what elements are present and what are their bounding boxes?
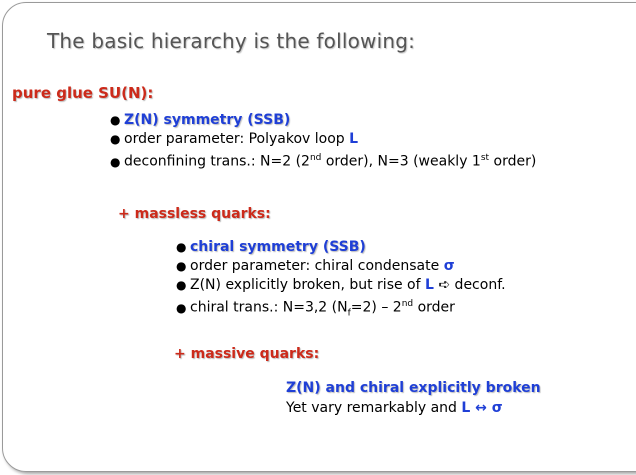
list-item: ●chiral trans.: N=3,2 (Nf=2) – 2nd order	[176, 295, 506, 323]
bullet-text-zn-symmetry: Z(N) symmetry (SSB)	[124, 112, 291, 128]
bullet-icon: ●	[176, 278, 187, 292]
conclusion-line-2: Yet vary remarkably and L ↔ σ	[286, 398, 541, 418]
list-item: ●order parameter: Polyakov loop L	[110, 130, 536, 149]
bullet-text: =2) – 2	[350, 299, 402, 316]
bullet-text: chiral trans.: N=3,2 (N	[190, 299, 348, 316]
massless-bullet-list: ●chiral symmetry (SSB) ●order parameter:…	[176, 238, 506, 323]
bullet-text: deconf.	[450, 277, 506, 293]
bullet-text: order)	[489, 153, 537, 170]
polyakov-symbol: L	[461, 400, 471, 416]
bullet-icon: ●	[176, 259, 187, 273]
bullet-icon: ●	[110, 132, 121, 146]
bullet-text: order parameter: chiral condensate	[190, 258, 444, 274]
bullet-text: Z(N) explicitly broken, but rise of	[190, 277, 425, 293]
bullet-text: order), N=3 (weakly 1	[321, 153, 481, 170]
subscript: f	[347, 308, 351, 319]
polyakov-symbol: L	[425, 277, 434, 293]
bullet-icon: ●	[110, 113, 121, 127]
bullet-icon: ●	[110, 154, 121, 169]
glue-bullet-list: ●Z(N) symmetry (SSB) ●order parameter: P…	[110, 111, 536, 172]
massive-heading: + massive quarks:	[174, 346, 320, 362]
conclusion-text: Yet vary remarkably and	[286, 400, 462, 416]
bullet-text: deconfining trans.: N=2 (2	[124, 153, 310, 170]
bullet-icon: ●	[176, 300, 187, 315]
bullet-text: order parameter: Polyakov loop	[124, 131, 350, 147]
bullet-icon: ●	[176, 240, 187, 254]
superscript: st	[480, 153, 490, 163]
section-heading-pure-glue: pure glue SU(N):	[12, 84, 154, 102]
massless-heading: + massless quarks:	[118, 206, 271, 222]
bullet-text-chiral-symmetry: chiral symmetry (SSB)	[190, 239, 366, 255]
polyakov-symbol: L	[349, 131, 359, 147]
superscript: nd	[401, 299, 414, 309]
conclusion-line-1: Z(N) and chiral explicitly broken	[286, 380, 541, 396]
sigma-symbol: σ	[443, 258, 455, 274]
bullet-text: order	[413, 299, 455, 316]
list-item: ●order parameter: chiral condensate σ	[176, 257, 506, 276]
list-item: ●deconfining trans.: N=2 (2nd order), N=…	[110, 149, 536, 172]
double-arrow-icon: ↔	[470, 400, 492, 416]
superscript: nd	[309, 153, 322, 163]
list-item: ●Z(N) explicitly broken, but rise of L ➪…	[176, 276, 506, 295]
list-item: ●chiral symmetry (SSB)	[176, 238, 506, 257]
massive-conclusion: Z(N) and chiral explicitly broken Yet va…	[286, 378, 541, 418]
arrow-icon: ➪	[438, 277, 451, 293]
list-item: ●Z(N) symmetry (SSB)	[110, 111, 536, 130]
sigma-symbol: σ	[491, 400, 503, 416]
slide-title: The basic hierarchy is the following:	[47, 29, 416, 53]
